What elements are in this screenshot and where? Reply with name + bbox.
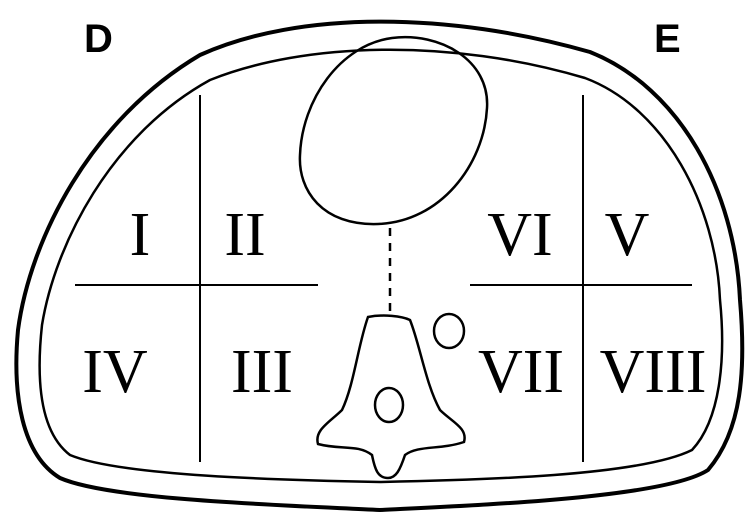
small-round-vessel xyxy=(434,314,464,348)
region-label-1: I xyxy=(130,201,151,269)
region-label-8: VIII xyxy=(600,338,707,406)
region-label-6: VI xyxy=(487,201,552,269)
region-label-3: III xyxy=(231,338,293,406)
side-label-right: D xyxy=(84,17,113,61)
vertebra xyxy=(317,316,464,478)
region-label-7: VII xyxy=(478,338,564,406)
side-label-left: E xyxy=(654,17,681,61)
region-label-5: V xyxy=(605,201,650,269)
region-label-2: II xyxy=(224,201,265,269)
central-organ xyxy=(300,37,487,224)
spinal-canal xyxy=(375,388,403,422)
region-label-4: IV xyxy=(82,338,148,406)
